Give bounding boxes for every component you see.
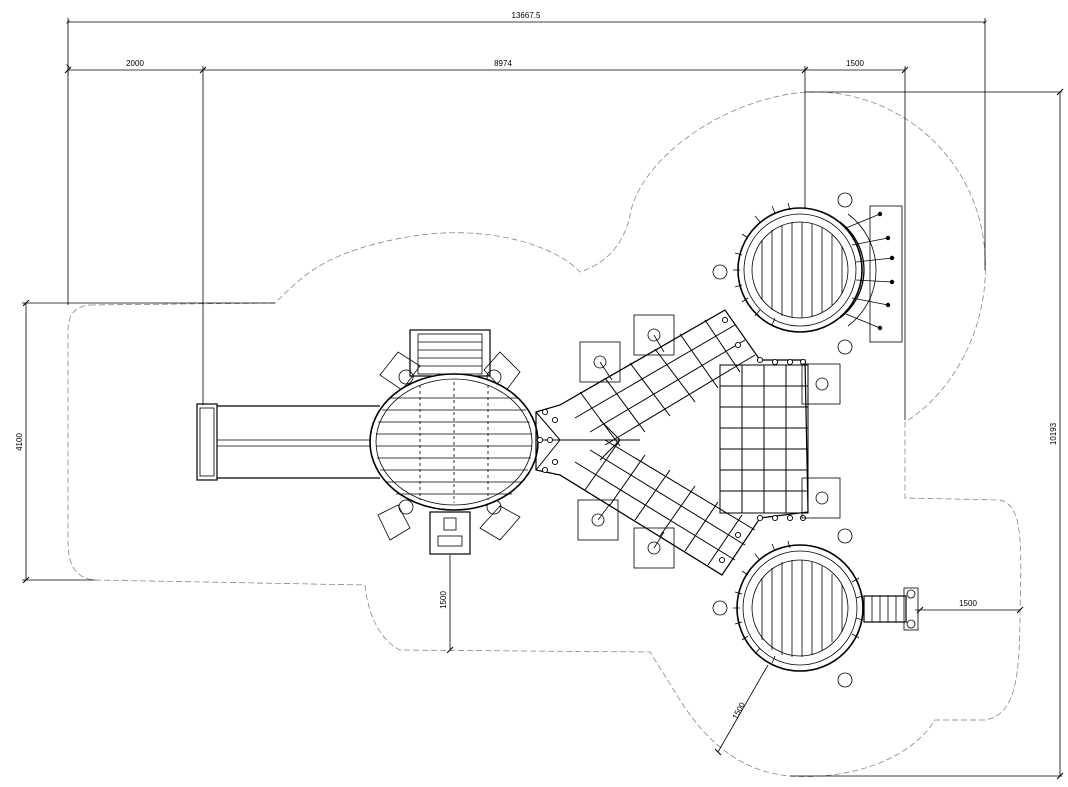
upper-right-step-pins <box>877 211 895 331</box>
dimension-diagonal-clearance: 1500 <box>714 664 769 756</box>
dim-label-left-offset: 2000 <box>126 59 144 68</box>
tower-upper-right <box>712 192 903 355</box>
dim-label-overall-width: 13667.5 <box>512 11 541 20</box>
lower-right-ladder <box>863 587 919 631</box>
slide <box>196 403 380 481</box>
dim-label-left-height: 4100 <box>15 433 24 451</box>
upper-right-steps <box>845 213 893 329</box>
dimension-chain-top: 2000 8974 1500 <box>64 59 909 420</box>
dimension-bottom-clearance: 1500 <box>439 555 454 654</box>
net-knots <box>536 316 807 564</box>
upper-right-rail <box>733 202 791 326</box>
top-ladder-rungs <box>418 341 482 367</box>
safety-zone-outline <box>67 91 1022 777</box>
dim-label-right-clearance: 1500 <box>959 599 977 608</box>
lower-right-deck-planks <box>761 560 843 657</box>
dimension-left-height: 4100 <box>15 299 275 584</box>
dim-label-diagonal-clearance: 1500 <box>731 700 748 720</box>
main-deck-planks <box>376 382 532 503</box>
dim-label-overall-height: 10193 <box>1049 422 1058 445</box>
lower-right-rail <box>733 540 864 664</box>
central-net <box>535 309 809 576</box>
main-tower-left <box>369 329 539 555</box>
dim-label-bottom-clearance: 1500 <box>439 591 448 609</box>
net-footings <box>577 314 841 569</box>
tower-lower-right <box>712 528 919 688</box>
dim-label-right-offset: 1500 <box>846 59 864 68</box>
dimension-overall-height: 10193 <box>790 88 1064 780</box>
dimension-right-clearance: 1500 <box>915 599 1024 614</box>
dim-label-middle-span: 8974 <box>494 59 512 68</box>
upper-right-deck-planks <box>761 222 843 318</box>
